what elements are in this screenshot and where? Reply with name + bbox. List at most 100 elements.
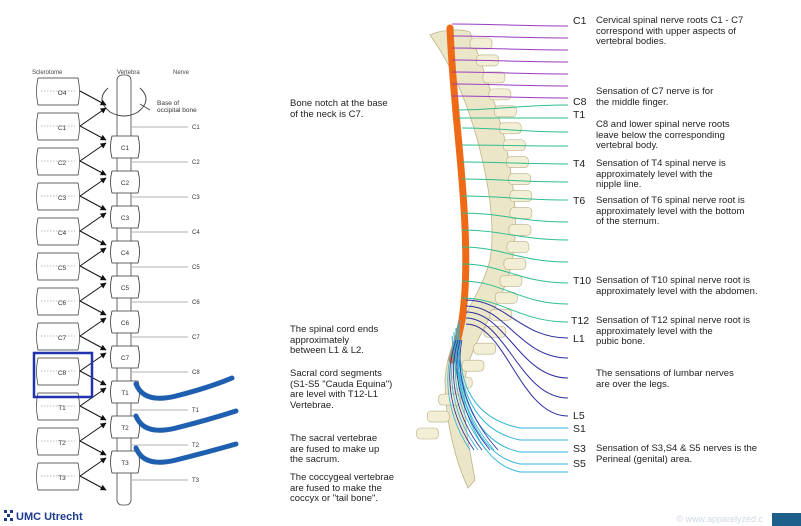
- nerve-label: T1: [192, 408, 200, 414]
- vertebra-segment: [483, 325, 507, 338]
- nerve-label: C4: [192, 230, 200, 236]
- spinal-nerve: [465, 311, 569, 379]
- note-s3: Sensation of S3,S4 & S5 nerves is the Pe…: [596, 443, 758, 465]
- spinal-nerve: [465, 299, 569, 339]
- vertebra-segment: [499, 275, 523, 287]
- sclerotome-diagram: O4C1C2C3C4C5C6C7C8T1T2T3C1C2C3C4C5C6C7T1…: [32, 74, 239, 506]
- sacral-segments-note: Sacral cord segments (S1-S5 "Cauda Equin…: [290, 368, 393, 411]
- vertebra-body: [110, 345, 140, 369]
- sclerotome-label: C8: [58, 370, 67, 377]
- nerve-c8: C8: [132, 370, 200, 376]
- spinal-nerve: [461, 178, 569, 183]
- spinal-nerve: [465, 305, 569, 359]
- sclerotome-box-t2: T2: [36, 422, 107, 456]
- nerve-header: Nerve: [173, 70, 190, 76]
- sclerotome-box-c3: C3: [36, 177, 107, 211]
- spinal-nerve: [461, 195, 569, 201]
- vertebra-segment: [503, 258, 527, 270]
- nerve-c4: C4: [132, 230, 200, 236]
- sclerotome-label: O4: [58, 90, 67, 97]
- watermark-bar: [772, 513, 801, 526]
- umc-utrecht-logo: UMC Utrecht: [4, 510, 83, 523]
- nerve-label: C8: [192, 370, 200, 376]
- spinal-nerve: [451, 71, 569, 75]
- bone-notch-note: Bone notch at the base of the neck is C7…: [290, 98, 388, 120]
- sclerotome-arrow: [79, 457, 107, 477]
- nerve-label: C6: [192, 300, 200, 306]
- vertebra-label: T2: [121, 425, 129, 432]
- vertebra-c4: C4: [110, 240, 140, 264]
- note-t4: Sensation of T4 spinal nerve is approxim…: [596, 158, 726, 190]
- sclerotome-shape: [36, 427, 80, 456]
- sclerotome-arrow: [79, 177, 107, 197]
- sclerotome-arrow: [79, 142, 107, 162]
- spinal-nerve: [451, 23, 569, 27]
- vertebra-label: C5: [121, 285, 130, 292]
- sclerotome-label: C3: [58, 195, 67, 202]
- sclerotome-arrow: [79, 125, 107, 141]
- logo-text: UMC Utrecht: [16, 511, 83, 523]
- sclerotome-arrow: [79, 212, 107, 232]
- vertebra-segment: [506, 241, 530, 253]
- sclerotome-arrow: [79, 300, 107, 316]
- sclerotome-arrow: [79, 405, 107, 421]
- spinal-nerve: [465, 317, 569, 399]
- nerve-t3: T3: [132, 478, 200, 484]
- sclerotome-arrow: [79, 160, 107, 176]
- nerve-label: C5: [192, 265, 200, 271]
- sclerotome-label: T2: [58, 440, 66, 447]
- vertebra-c6: C6: [110, 310, 140, 334]
- sclerotome-box-t3: T3: [36, 457, 107, 491]
- level-t1: T1: [573, 109, 586, 121]
- vertebra-label: C7: [121, 355, 130, 362]
- sclerotome-shape: [36, 357, 80, 386]
- vertebra-segment: [506, 156, 529, 168]
- spinal-nerve: [461, 212, 569, 223]
- spine-diagram: [416, 23, 569, 489]
- vertebra-body: [110, 205, 140, 229]
- nerve-label: T2: [192, 443, 200, 449]
- vertebra-label: C3: [121, 215, 130, 222]
- vertebra-body: [110, 240, 140, 264]
- sclerotome-box-c6: C6: [36, 282, 107, 316]
- level-s1: S1: [573, 423, 586, 435]
- spinal-nerve: [451, 47, 569, 51]
- sclerotome-shape: [36, 462, 80, 491]
- sclerotome-label: T1: [58, 405, 66, 412]
- level-t10: T10: [573, 275, 592, 287]
- vertebra-label: T3: [121, 460, 129, 467]
- vertebra-segment: [473, 342, 496, 355]
- note-c8: C8 and lower spinal nerve roots leave be…: [596, 119, 730, 151]
- sclerotome-arrow: [79, 422, 107, 442]
- sclerotome-shape: [36, 252, 80, 281]
- sclerotome-box-t1: T1: [36, 387, 107, 421]
- cauda-equina-fiber: [449, 339, 475, 451]
- vertebra-segment: [488, 88, 512, 101]
- spinal-nerve: [451, 95, 569, 99]
- nerve-c2: C2: [132, 160, 200, 166]
- nerve-label: C7: [192, 335, 200, 341]
- sclerotome-label: C4: [58, 230, 67, 237]
- nerve-c1: C1: [132, 125, 200, 131]
- nerve-label: C3: [192, 195, 200, 201]
- vertebra-label: C4: [121, 250, 130, 257]
- vertebra-segment: [508, 173, 531, 185]
- vertebra-body: [110, 135, 140, 159]
- vertebra-body: [110, 170, 140, 194]
- note-t10: Sensation of T10 spinal nerve root is ap…: [596, 275, 758, 297]
- sclerotome-box-c7: C7: [36, 317, 107, 351]
- sclerotome-label: T3: [58, 475, 66, 482]
- vertebra-t3: T3: [110, 450, 140, 474]
- vertebra-segment: [509, 207, 533, 219]
- sclerotome-shape: [36, 217, 80, 246]
- sacral-fused-note: The sacral vertebrae are fused to make u…: [290, 433, 380, 465]
- occipital-pointer: [139, 103, 151, 111]
- vertebra-segment: [498, 122, 522, 135]
- vertebra-body: [110, 275, 140, 299]
- cauda-equina-fiber: [456, 339, 491, 451]
- vertebra-segment: [427, 410, 450, 423]
- vertebra-segment: [416, 427, 439, 440]
- vertebra-segment: [482, 71, 506, 84]
- sclerotome-shape: [36, 182, 80, 211]
